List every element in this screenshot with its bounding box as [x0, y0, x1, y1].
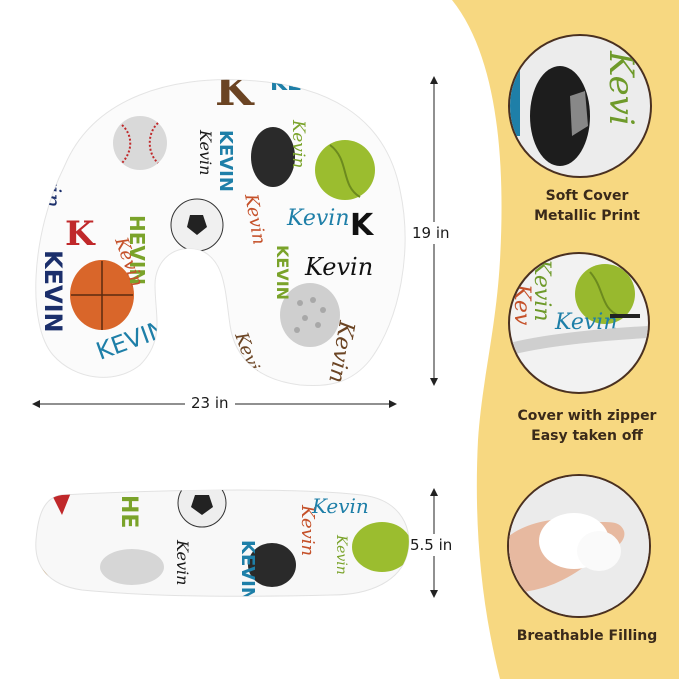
- svg-text:KEVIN: KEVIN: [215, 130, 236, 192]
- svg-text:Kevin: Kevin: [286, 206, 350, 231]
- svg-text:HEVIN: HEVIN: [125, 215, 149, 285]
- baseball-icon: [113, 116, 167, 170]
- svg-text:K: K: [65, 214, 96, 254]
- hockey-puck-closeup-icon: Kevi: [510, 50, 641, 166]
- hockey-puck-icon: [251, 127, 295, 187]
- feature-line2: Easy taken off: [531, 428, 643, 444]
- svg-text:KEVIN: KEVIN: [273, 245, 292, 300]
- svg-text:Kevin: Kevin: [304, 253, 373, 281]
- feature-caption-soft-cover: Soft Cover Metallic Print: [497, 186, 677, 226]
- hockey-puck-icon: [248, 543, 296, 587]
- svg-text:Kevin: Kevin: [196, 129, 215, 175]
- feature-line1: Soft Cover: [545, 188, 629, 204]
- svg-text:Kevi: Kevi: [601, 50, 641, 126]
- pillow-top-view: Kevin KEVIN Kevin Kevin K KEVIN Kevin Ke…: [35, 75, 406, 387]
- tennis-ball-icon: [352, 522, 409, 572]
- feature-image-filling: [507, 474, 651, 618]
- feature-line1: Cover with zipper: [517, 408, 657, 424]
- feature-caption-filling: Breathable Filling: [497, 626, 677, 646]
- svg-text:KEVIN: KEVIN: [237, 540, 258, 600]
- svg-text:KEVIN: KEVIN: [39, 250, 67, 333]
- pillow-side-view: HE KEVIN Kevin Kevin Kevin Kevin Kevin: [35, 489, 410, 600]
- feature-line2: Metallic Print: [534, 208, 640, 224]
- side-height-label: 5.5 in: [410, 534, 453, 556]
- svg-text:Kevin: Kevin: [297, 504, 318, 556]
- filling-in-hand-icon: [509, 476, 649, 616]
- svg-text:Kevin: Kevin: [311, 494, 369, 518]
- svg-text:K: K: [350, 208, 375, 243]
- svg-text:K: K: [215, 75, 255, 116]
- svg-text:HE: HE: [116, 495, 141, 528]
- svg-text:Kevin: Kevin: [333, 534, 349, 575]
- svg-text:Kevin: Kevin: [288, 119, 308, 168]
- feature-image-soft-cover: Kevi: [508, 34, 652, 178]
- svg-text:Kevin: Kevin: [173, 539, 192, 585]
- width-label: 23 in: [185, 394, 235, 412]
- svg-text:Kevin: Kevin: [39, 144, 64, 208]
- baseball-icon: [100, 549, 164, 585]
- feature-line1: Breathable Filling: [516, 628, 658, 644]
- feature-caption-zipper: Cover with zipper Easy taken off: [497, 406, 677, 446]
- feature-image-zipper: Kevin Kev Kevin: [508, 252, 650, 394]
- svg-text:KEVIN: KEVIN: [270, 75, 346, 96]
- zipper-closeup-icon: Kevin Kev Kevin: [510, 258, 648, 355]
- height-label: 19 in: [412, 222, 450, 244]
